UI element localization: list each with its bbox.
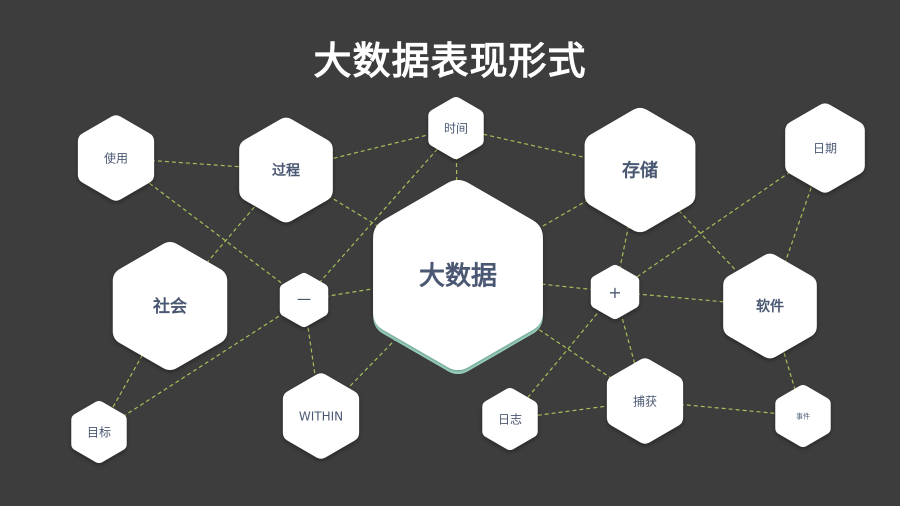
- hexagon-shape: [77, 115, 155, 201]
- hexagon-shape: [606, 358, 684, 444]
- node-label: 社会: [152, 296, 187, 317]
- hexagon-shape: [239, 117, 333, 223]
- connector-buhuo-event: [644, 400, 804, 417]
- node-label: 日志: [498, 412, 522, 426]
- node-shiyong: 使用: [77, 115, 155, 201]
- node-label: 过程: [272, 162, 300, 179]
- node-label: 使用: [104, 150, 128, 165]
- node-buhuo: 捕获: [606, 358, 684, 444]
- connector-shiyong-minus: [115, 157, 305, 301]
- node-mubiao: 目标: [71, 400, 127, 464]
- node-label: 捕获: [633, 393, 657, 408]
- node-within: WITHIN: [282, 373, 360, 459]
- node-label: 时间: [444, 121, 468, 135]
- hexagon-shape: [279, 272, 329, 328]
- hexagon-shape: [723, 253, 817, 359]
- node-label: 存储: [622, 159, 658, 181]
- hexagon-shape: [775, 384, 831, 448]
- hexagon-shape: [785, 103, 865, 193]
- node-riqi: 日期: [785, 103, 865, 193]
- connector-shijian-minus: [303, 127, 457, 301]
- hexagon-shape: [71, 400, 127, 464]
- node-label: 软件: [756, 298, 784, 315]
- hexagon-shape: [482, 387, 538, 451]
- hexagon-shape: [373, 179, 543, 371]
- node-label: 目标: [87, 425, 111, 439]
- node-label: 一: [297, 293, 311, 309]
- hexagon-shape: [584, 107, 696, 233]
- node-dashuju: 大数据: [373, 179, 543, 375]
- connector-mubiao-minus: [98, 299, 305, 433]
- node-event: 事件: [775, 384, 831, 448]
- node-cunchu: 存储: [584, 107, 696, 233]
- hexagon-shape: [282, 373, 360, 459]
- connector-minus-within: [303, 299, 322, 417]
- node-shehui: 社会: [112, 242, 228, 370]
- node-ruanjian: 软件: [723, 253, 817, 359]
- hexagon-shape: [590, 264, 640, 320]
- node-label: 日期: [813, 141, 837, 155]
- node-guocheng: 过程: [239, 117, 333, 223]
- node-plus: +: [590, 264, 640, 320]
- hexagon-shape: [428, 96, 484, 160]
- hexagon-shape: [112, 242, 228, 370]
- node-label: WITHIN: [299, 409, 343, 423]
- node-label: 事件: [796, 412, 810, 421]
- node-minus: 一: [279, 272, 329, 328]
- slide-title: 大数据表现形式: [313, 39, 587, 83]
- node-rizhi: 日志: [482, 387, 538, 451]
- connector-ruanjian-event: [769, 305, 804, 417]
- node-label: +: [608, 283, 621, 302]
- node-shijian: 时间: [428, 96, 484, 160]
- node-label: 大数据: [419, 261, 497, 291]
